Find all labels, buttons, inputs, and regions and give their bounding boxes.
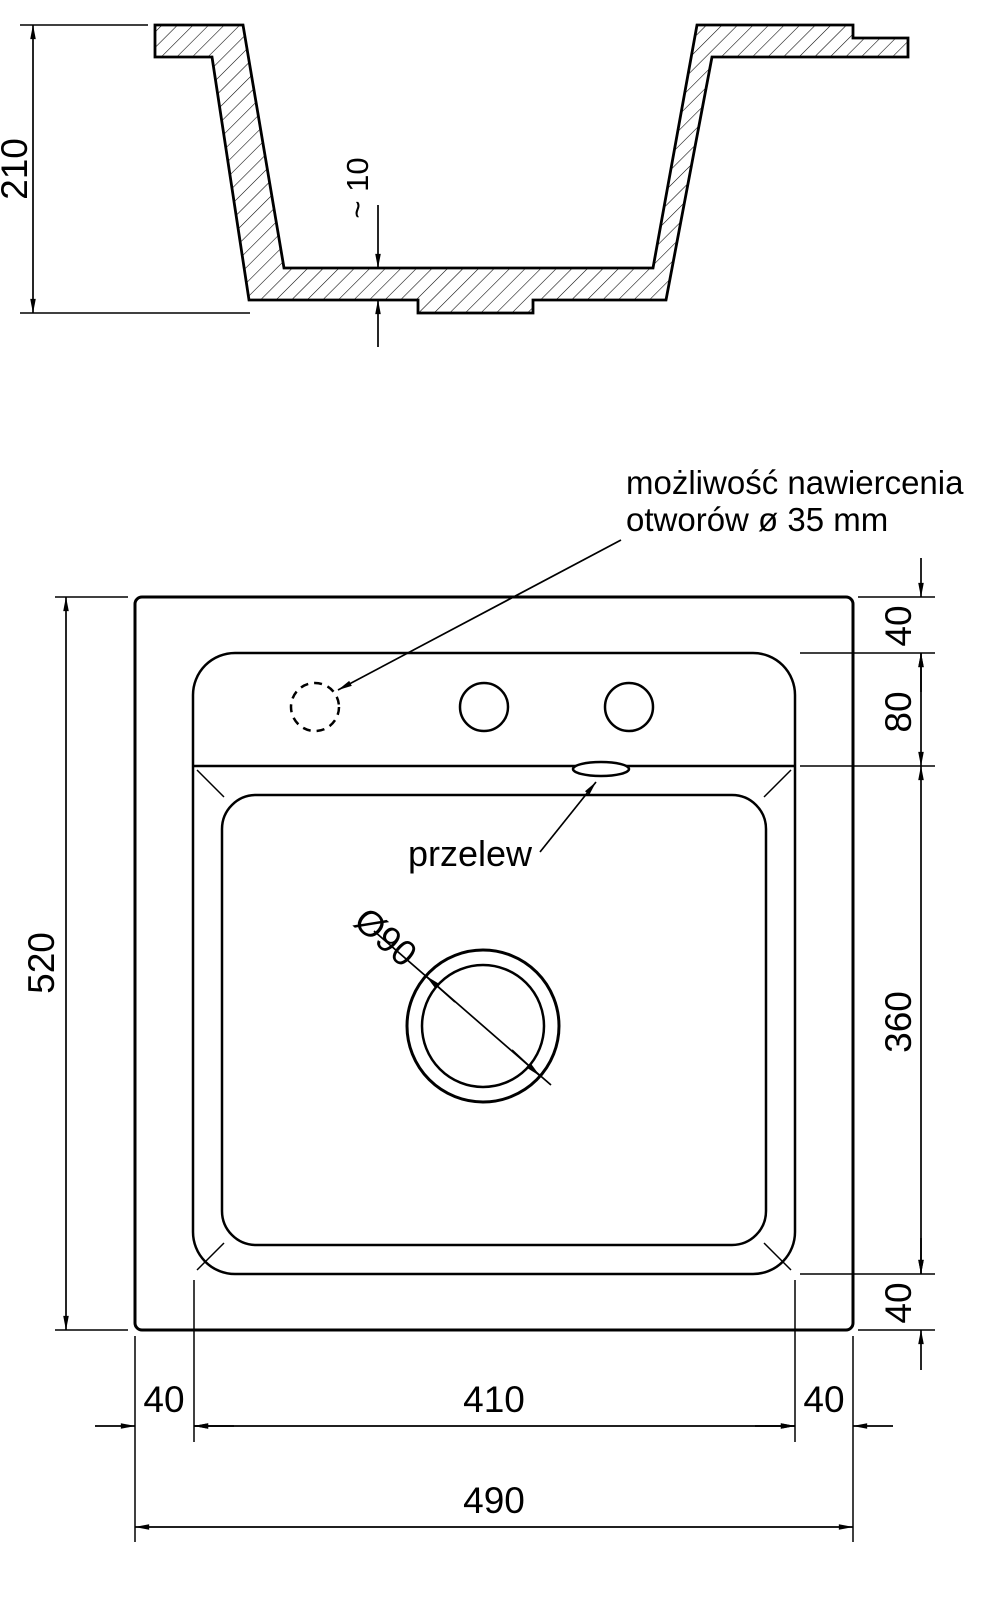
drill-note-line1: możliwość nawiercenia [626,464,964,501]
bowl-corner-detail [763,769,792,798]
overflow-leader-arrow [539,781,597,853]
dim-right-chain: 40 80 360 40 [800,558,935,1370]
dim-10-label: ~ 10 [340,157,375,218]
bowl-corner-detail [763,1242,792,1271]
section-profile [153,23,910,315]
drill-note-leader-arrow [337,539,622,691]
dim-410-label: 410 [463,1379,525,1420]
drain-diameter-arrow [511,1049,541,1077]
dim-overall-width: 490 [134,1480,854,1530]
dim-360-label: 360 [878,991,919,1053]
drain-circle-inner [420,963,546,1089]
dim-section-depth: 210 [0,24,250,314]
top-view: przelew Ø90 możliwość nawiercenia otworó… [21,464,964,1542]
tap-hole-optional-dashed [289,681,341,733]
drain-diameter-label: Ø90 [347,899,425,975]
overflow-slot [571,760,631,778]
drain: Ø90 [347,899,561,1104]
section-view: 210 ~ 10 [0,23,910,347]
dim-40-bottom-label: 40 [878,1282,919,1323]
drain-diameter-arrow [425,975,456,1003]
dim-520-label: 520 [21,932,62,994]
dim-40-top-label: 40 [878,605,919,646]
tap-hole-right [603,681,655,733]
drill-note: możliwość nawiercenia otworów ø 35 mm [337,464,964,691]
dim-80-label: 80 [878,691,919,732]
drill-note-line2: otworów ø 35 mm [626,501,888,538]
dim-overall-height: 520 [21,596,128,1331]
dim-210-label: 210 [0,138,35,200]
dim-section-thickness: ~ 10 [340,157,381,347]
tap-hole-center [458,681,510,733]
bowl-bottom-edge [220,793,768,1247]
dim-490-label: 490 [463,1480,525,1521]
bowl-corner-detail [196,769,225,798]
sink-inner-edge [191,651,797,1276]
overflow-annotation: przelew [408,781,597,874]
dim-40-left-label: 40 [143,1379,184,1420]
sink-outer-edge [133,595,855,1332]
dim-40-right-label: 40 [803,1379,844,1420]
dim-bottom-chain: 40 410 40 [95,1280,893,1542]
bowl-corner-detail [196,1242,225,1271]
overflow-label: przelew [408,833,533,874]
drain-circle-outer [405,948,561,1104]
